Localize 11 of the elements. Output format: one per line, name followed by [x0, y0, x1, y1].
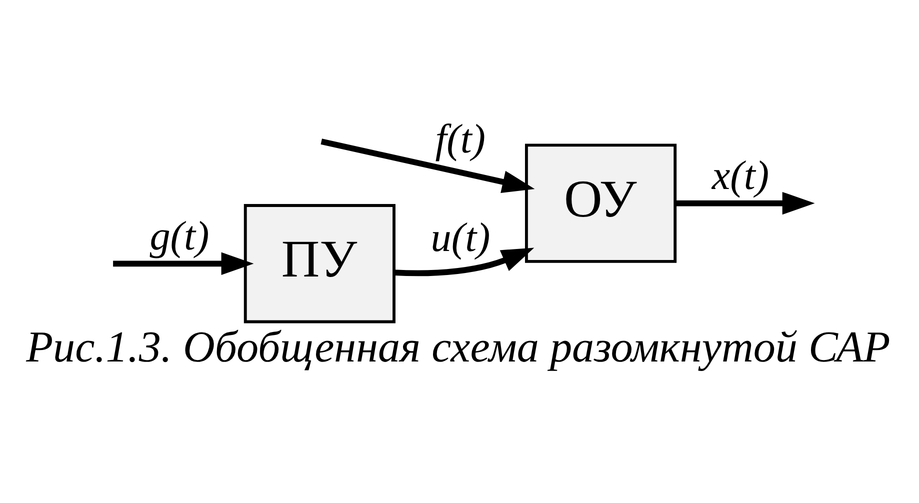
arrow — [113, 252, 254, 275]
edge-label: u(t) — [430, 214, 490, 260]
arrow — [675, 192, 815, 215]
caption: Рис.1.3. Обобщенная схема разомкнутой САР — [26, 322, 890, 372]
arrow — [394, 248, 534, 276]
node-box: ПУ — [244, 204, 396, 324]
arrow — [320, 138, 535, 193]
edge-label: x(t) — [712, 152, 770, 198]
node-box: ОУ — [524, 144, 677, 263]
edge-label: g(t) — [150, 212, 210, 259]
edge-label: f(t) — [435, 115, 486, 162]
